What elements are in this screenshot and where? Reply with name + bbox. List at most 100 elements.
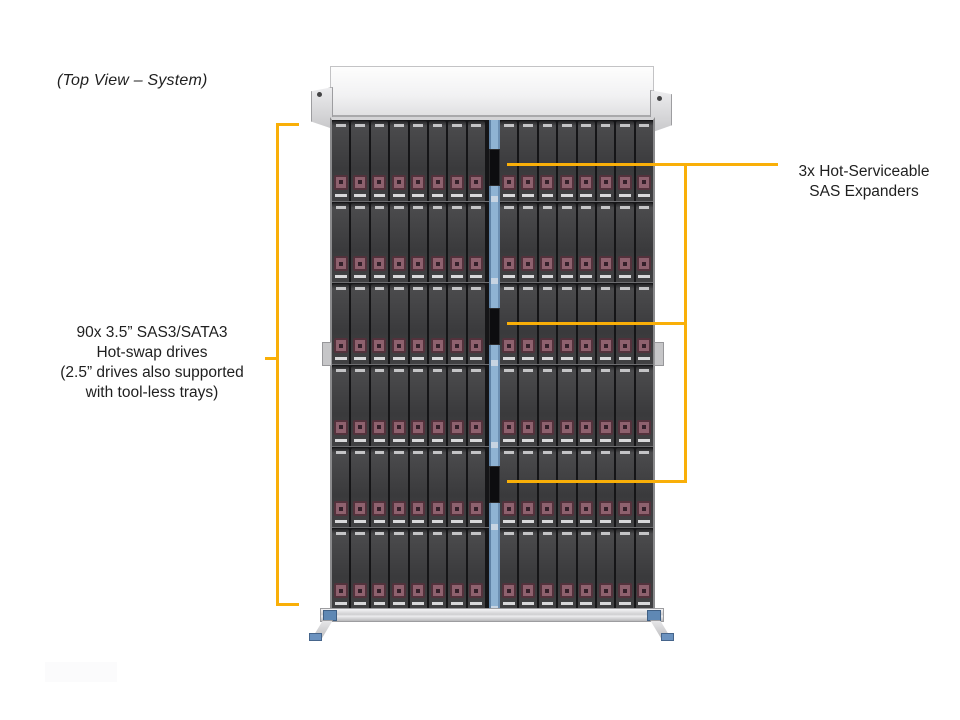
drive-latch xyxy=(430,583,445,599)
drive-latch xyxy=(391,256,406,272)
drive-latch xyxy=(501,256,516,272)
drive-latch xyxy=(598,583,613,599)
drive-bay xyxy=(370,202,389,283)
drive-bay xyxy=(428,447,447,528)
drive-latch xyxy=(411,501,426,517)
drive-bay xyxy=(390,121,408,201)
drive-latch xyxy=(411,174,426,190)
sas-expander-strip xyxy=(489,120,500,610)
chassis-foot xyxy=(661,633,674,641)
drive-bay-row xyxy=(332,283,653,366)
drive-latch xyxy=(411,419,426,435)
drive-bay xyxy=(332,447,350,528)
callout-bracket-drives-bottom-tick xyxy=(276,603,299,606)
drive-latch xyxy=(521,583,535,599)
drive-latch xyxy=(559,174,574,190)
drive-latch xyxy=(579,501,594,517)
chassis-top-cover xyxy=(330,66,654,118)
drive-bay xyxy=(351,284,369,365)
drive-bay xyxy=(332,529,350,610)
drive-bay xyxy=(500,529,518,610)
drives-label-line: Hot-swap drives xyxy=(96,344,208,361)
drive-bay xyxy=(332,202,350,283)
drive-latch xyxy=(540,338,555,354)
callout-bracket-drives-label-tick xyxy=(265,357,279,360)
drive-bay xyxy=(635,366,653,446)
drive-bay xyxy=(616,202,634,283)
drive-latch xyxy=(540,419,555,435)
drive-latch xyxy=(559,419,574,435)
drive-bay xyxy=(596,121,615,201)
drive-bay xyxy=(577,202,595,283)
drive-latch xyxy=(540,174,555,190)
drive-bay xyxy=(538,366,557,446)
drive-latch xyxy=(559,338,574,354)
drive-latch xyxy=(333,501,348,517)
drive-latch xyxy=(469,419,484,435)
drive-bay xyxy=(558,202,576,283)
drive-bay xyxy=(409,529,427,610)
drive-bay xyxy=(370,529,389,610)
drive-latch xyxy=(411,338,426,354)
drive-bay xyxy=(390,447,408,528)
drive-latch xyxy=(372,501,387,517)
drive-bay xyxy=(448,202,466,283)
drive-bay xyxy=(448,447,466,528)
drive-bay xyxy=(428,202,447,283)
drive-latch xyxy=(333,583,348,599)
drive-latch xyxy=(540,256,555,272)
drive-bay xyxy=(500,366,518,446)
drive-latch xyxy=(501,419,516,435)
expander-connector xyxy=(489,149,500,186)
drive-latch xyxy=(372,338,387,354)
drive-latch xyxy=(501,583,516,599)
drive-latch xyxy=(617,419,632,435)
drive-latch xyxy=(637,419,652,435)
drive-bay xyxy=(538,529,557,610)
drive-latch xyxy=(449,174,464,190)
rail-cap xyxy=(323,610,337,621)
chassis-bottom-rail xyxy=(320,608,664,622)
drive-latch xyxy=(372,583,387,599)
drive-bay xyxy=(635,447,653,528)
expanders-label: 3x Hot-Serviceable SAS Expanders xyxy=(780,162,948,202)
drive-bay-row xyxy=(332,365,653,447)
drive-latch xyxy=(449,501,464,517)
drive-bay xyxy=(577,366,595,446)
drive-bay xyxy=(577,447,595,528)
drive-latch xyxy=(501,338,516,354)
drive-latch xyxy=(540,583,555,599)
drive-latch xyxy=(353,256,367,272)
drive-bay xyxy=(428,121,447,201)
drive-bay xyxy=(519,121,537,201)
drive-latch xyxy=(333,338,348,354)
drive-bay xyxy=(448,529,466,610)
drive-bay xyxy=(390,284,408,365)
watermark xyxy=(45,662,117,682)
drive-bay xyxy=(370,284,389,365)
drive-bay xyxy=(616,366,634,446)
drive-bay-row xyxy=(332,447,653,529)
drive-bay xyxy=(409,447,427,528)
drive-bay xyxy=(558,121,576,201)
ear-screw-icon xyxy=(657,96,662,101)
drive-bay xyxy=(558,366,576,446)
drive-bay xyxy=(332,121,350,201)
drive-bay xyxy=(616,121,634,201)
drive-bay xyxy=(467,121,485,201)
drive-bay xyxy=(467,447,485,528)
drive-latch xyxy=(598,419,613,435)
drive-bay xyxy=(390,202,408,283)
page-title: (Top View – System) xyxy=(57,72,208,89)
drive-bay xyxy=(467,366,485,446)
drive-latch xyxy=(521,501,535,517)
drive-latch xyxy=(411,583,426,599)
drive-latch xyxy=(579,174,594,190)
drive-bay xyxy=(409,284,427,365)
drive-bay xyxy=(448,284,466,365)
chassis-foot xyxy=(309,633,322,641)
drive-latch xyxy=(501,501,516,517)
drive-latch xyxy=(617,256,632,272)
drive-latch xyxy=(333,419,348,435)
drive-latch xyxy=(637,174,652,190)
